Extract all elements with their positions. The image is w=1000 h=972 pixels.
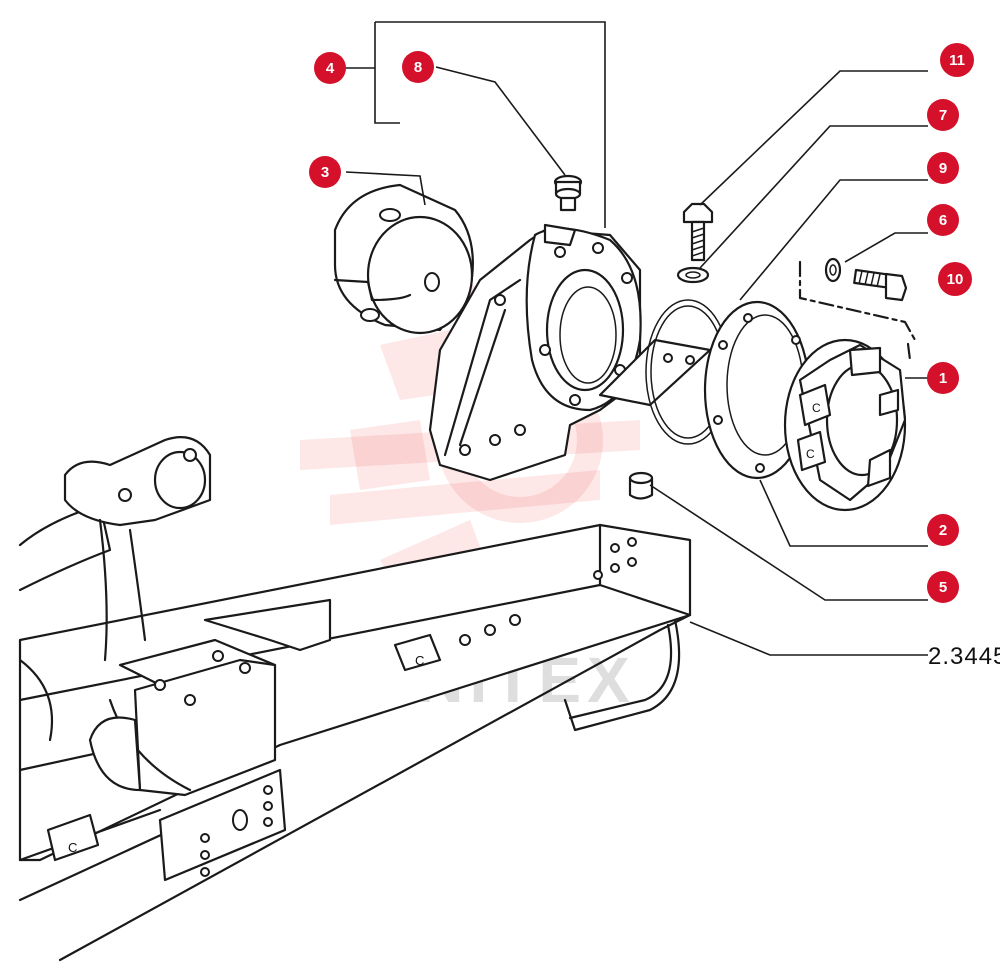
part-6-washer	[824, 257, 842, 283]
main-support-bracket	[428, 223, 712, 482]
part-11-bolt	[682, 202, 714, 262]
callout-8: 8	[402, 51, 434, 83]
leader-lines	[345, 66, 928, 656]
part-10-bolt	[853, 268, 908, 302]
part-7-lock-washer	[676, 266, 710, 284]
svg-text:C: C	[415, 653, 424, 668]
callout-11-label: 11	[949, 52, 965, 69]
callout-5-label: 5	[939, 579, 947, 596]
cross-member	[88, 598, 332, 797]
callout-4: 4	[314, 52, 346, 84]
callout-10: 10	[938, 262, 972, 296]
drawing-reference-number: 2.3445	[928, 643, 1000, 670]
callout-6-label: 6	[939, 212, 947, 229]
callout-7-label: 7	[939, 107, 947, 124]
callout-4-label: 4	[326, 60, 335, 77]
callout-6: 6	[927, 204, 959, 236]
svg-text:C: C	[806, 447, 815, 461]
callout-8-label: 8	[414, 59, 422, 76]
callout-9-label: 9	[939, 160, 947, 177]
callout-11: 11	[940, 43, 974, 77]
svg-text:C: C	[812, 401, 821, 415]
group-bracket-4	[375, 21, 606, 228]
callout-2-label: 2	[939, 522, 947, 539]
callout-9: 9	[927, 152, 959, 184]
part-3-split-bushing	[333, 183, 474, 335]
callout-1: 1	[927, 362, 959, 394]
part-8-grease-nipple	[553, 174, 583, 212]
part-5-plug	[628, 471, 654, 500]
axle-assembly-left: C	[18, 436, 212, 862]
callout-2: 2	[927, 514, 959, 546]
callout-10-label: 10	[947, 271, 964, 288]
part-1-end-cover: C C	[783, 338, 907, 512]
callout-1-label: 1	[939, 370, 947, 387]
callout-7: 7	[927, 99, 959, 131]
callout-3-label: 3	[321, 164, 329, 181]
svg-text:C: C	[68, 840, 77, 855]
callout-3: 3	[309, 156, 341, 188]
callout-5: 5	[927, 571, 959, 603]
